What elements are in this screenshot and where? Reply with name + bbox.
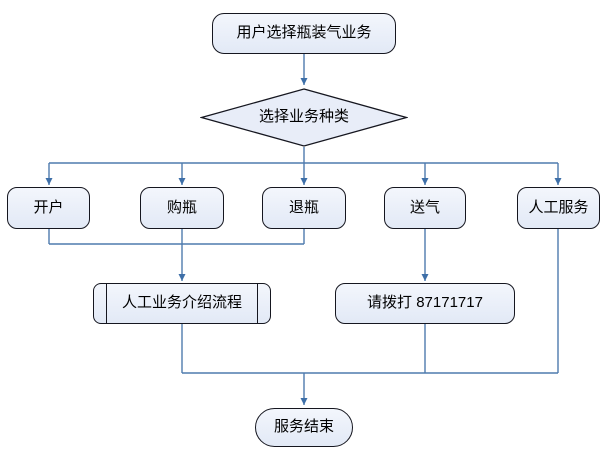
node-start-terminator: 用户选择瓶装气业务 — [212, 13, 396, 54]
node-manual-service-label: 人工服务 — [528, 198, 589, 216]
node-manual-intro-label: 人工业务介绍流程 — [121, 294, 242, 312]
node-buy-bottle-label: 购瓶 — [166, 198, 197, 216]
node-open-account-label: 开户 — [33, 198, 64, 216]
node-buy-bottle: 购瓶 — [140, 187, 224, 229]
node-manual-service: 人工服务 — [517, 187, 600, 229]
node-start-label: 用户选择瓶装气业务 — [236, 24, 372, 42]
decision-diamond-shape — [200, 88, 408, 147]
node-manual-intro-predefined-process: 人工业务介绍流程 — [93, 283, 271, 324]
node-decision-diamond: 选择业务种类 — [200, 88, 408, 147]
node-gas-delivery-label: 送气 — [409, 198, 440, 216]
node-end-terminator: 服务结束 — [255, 408, 353, 447]
node-decision-label: 选择业务种类 — [258, 108, 349, 126]
node-return-bottle-label: 退瓶 — [288, 198, 319, 216]
node-call-number: 请拨打 87171717 — [335, 283, 515, 324]
node-open-account: 开户 — [7, 187, 90, 229]
node-end-label: 服务结束 — [273, 418, 334, 436]
node-return-bottle: 退瓶 — [262, 187, 346, 229]
node-gas-delivery: 送气 — [384, 187, 466, 229]
node-call-number-label: 请拨打 87171717 — [367, 294, 483, 312]
